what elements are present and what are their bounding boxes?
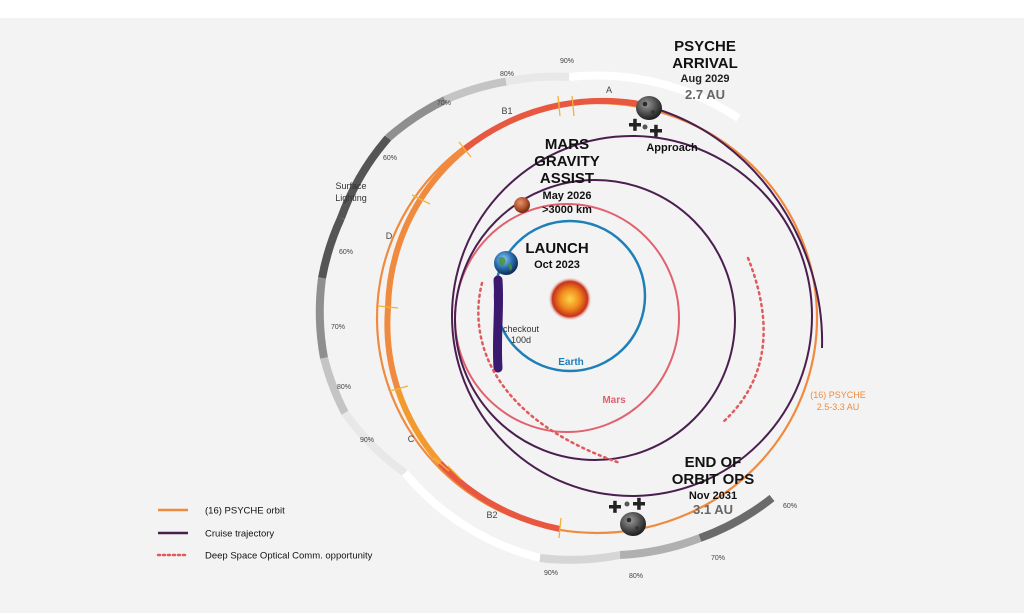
mission-diagram-svg: PSYCHE ARRIVAL Aug 2029 2.7 AU Approach … [156,38,866,580]
phase-label-c: C [408,434,415,444]
mars-assist-title-1: MARS [545,136,589,153]
checkout-label-2: 100d [511,335,531,345]
mars-assist-title-3: ASSIST [540,170,594,187]
phase-label-b2: B2 [486,510,497,520]
surface-lighting-band [315,71,775,564]
surface-lighting-label-1: Surface [335,181,366,191]
lighting-pct: 90% [544,570,558,577]
spacecraft-icon [609,497,645,513]
lighting-pct: 80% [337,384,351,391]
earth-label: Earth [558,357,584,368]
mars-label: Mars [602,395,626,406]
legend-label-cruise: Cruise trajectory [205,529,274,540]
end-ops-title-2: ORBIT OPS [672,471,755,488]
psyche-orbit-label-1: (16) PSYCHE [810,390,866,400]
sun [548,277,592,321]
lighting-pct: 80% [629,573,643,580]
cruise-trajectory [451,106,824,497]
lighting-pct: 60% [383,155,397,162]
launch-date: Oct 2023 [534,259,580,271]
mars-assist-title-2: GRAVITY [534,153,600,170]
psyche-asteroid-end [620,512,646,536]
arrival-title-2: ARRIVAL [672,55,738,72]
spacecraft-icon [629,118,662,137]
checkout-segment [492,275,504,373]
psyche-orbit [375,95,819,539]
lighting-pct: 80% [500,71,514,78]
arrival-title-1: PSYCHE [674,38,736,55]
arrival-date: Aug 2029 [681,73,730,85]
lighting-pct: 90% [560,58,574,65]
earth-planet [494,251,518,275]
arrival-distance: 2.7 AU [685,87,725,102]
launch-title: LAUNCH [525,240,588,257]
legend-label-dsoc: Deep Space Optical Comm. opportunity [205,551,373,562]
psyche-asteroid-arrival [636,96,662,120]
legend: (16) PSYCHE orbit Cruise trajectory Deep… [156,506,373,562]
lighting-pct: 60% [339,249,353,256]
end-ops-distance: 3.1 AU [693,502,733,517]
end-ops-title-1: END OF [685,454,742,471]
mars-assist-date: May 2026 [543,190,592,202]
end-ops-date: Nov 2031 [689,490,737,502]
lighting-pct: 90% [360,437,374,444]
mars-assist-distance: >3000 km [542,204,592,216]
surface-lighting-label-2: Lighting [335,193,367,203]
legend-label-psyche-orbit: (16) PSYCHE orbit [205,506,285,517]
phase-label-a: A [606,85,612,95]
lighting-pct: 70% [331,324,345,331]
lighting-pct: 70% [437,100,451,107]
dsoc-opportunity-arcs [477,256,765,465]
mission-diagram: PSYCHE ARRIVAL Aug 2029 2.7 AU Approach … [0,18,1024,613]
psyche-orbit-label-2: 2.5-3.3 AU [817,402,860,412]
mars-planet [514,197,530,213]
phase-label-b1: B1 [501,106,512,116]
lighting-pct: 60% [783,503,797,510]
lighting-pct: 70% [711,555,725,562]
approach-label: Approach [646,142,698,154]
phase-label-d: D [386,231,393,241]
checkout-label-1: checkout [503,324,540,334]
